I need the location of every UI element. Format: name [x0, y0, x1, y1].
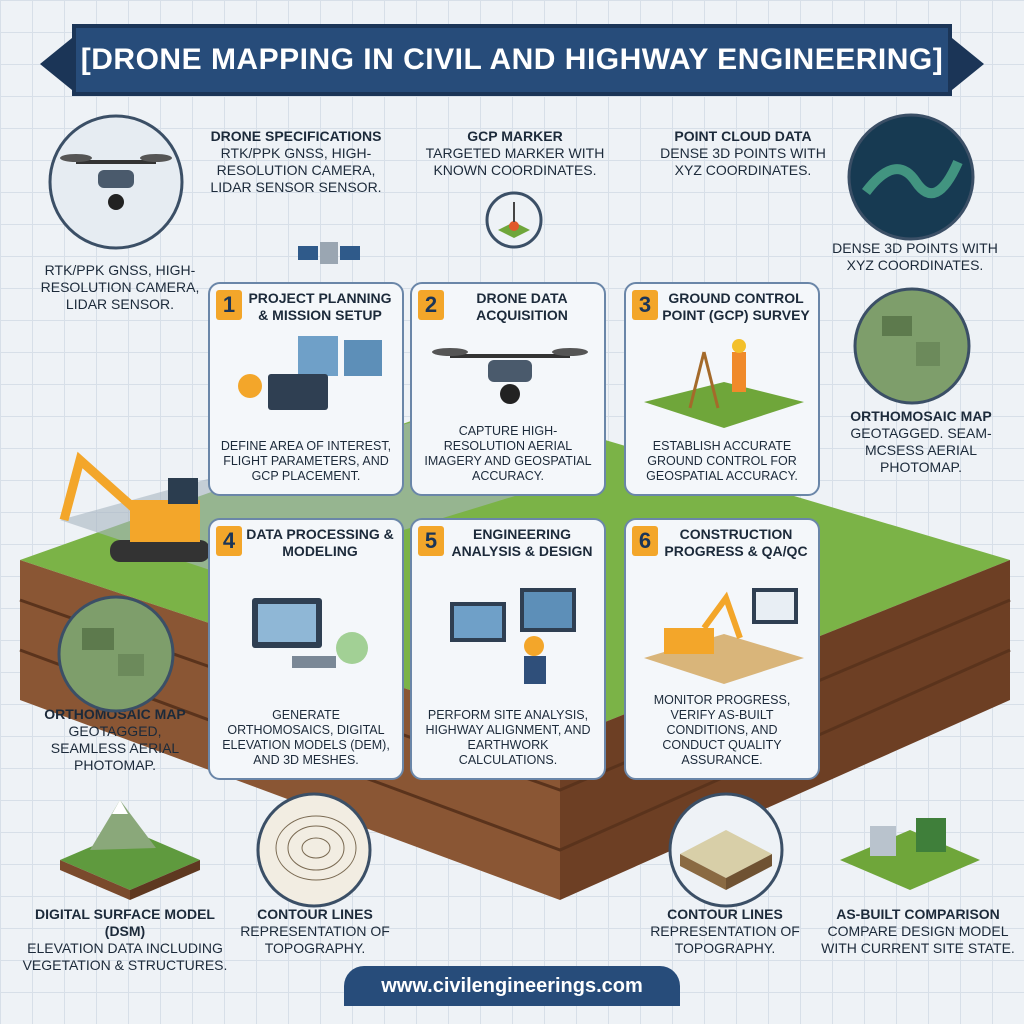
callout-text: RTK/PPK GNSS, HIGH-RESOLUTION CAMERA, LI…	[40, 262, 200, 312]
callout-text: DENSE 3D POINTS WITH XYZ COORDINATES.	[832, 240, 998, 273]
callout-text: GEOTAGGED, SEAMLESS AERIAL PHOTOMAP.	[50, 723, 180, 773]
callout-title: AS-BUILT COMPARISON	[836, 906, 1000, 922]
dsm-terrain-icon	[60, 800, 200, 900]
planning-laptop-icon	[238, 336, 382, 410]
callout-text: REPRESENTATION OF TOPOGRAPHY.	[650, 923, 800, 956]
orthomosaic-right-icon	[853, 287, 971, 405]
step-title: DATA PROCESSING & MODELING	[246, 526, 394, 559]
step-number-badge: 1	[216, 290, 242, 320]
satellite-icon	[298, 242, 360, 264]
step-description: DEFINE AREA OF INTEREST, FLIGHT PARAMETE…	[220, 439, 392, 483]
drone-specs-left-callout: RTK/PPK GNSS, HIGH-RESOLUTION CAMERA, LI…	[40, 262, 200, 313]
gcp-marker-callout: GCP MARKER TARGETED MARKER WITH KNOWN CO…	[420, 128, 610, 179]
step-number-badge: 6	[632, 526, 658, 556]
callout-text: DENSE 3D POINTS WITH XYZ COORDINATES.	[660, 145, 826, 178]
orthomosaic-left-callout: ORTHOMOSAIC MAP GEOTAGGED, SEAMLESS AERI…	[30, 706, 200, 774]
step-description: MONITOR PROGRESS, VERIFY AS-BUILT CONDIT…	[653, 693, 791, 767]
contour-map-icon	[256, 792, 372, 908]
asbuilt-buildings-icon	[840, 818, 980, 890]
step-number-badge: 5	[418, 526, 444, 556]
point-cloud-icon	[847, 113, 975, 241]
callout-title: DIGITAL SURFACE MODEL (DSM)	[35, 906, 215, 939]
step-panel-6: 6 CONSTRUCTION PROGRESS & QA/QC MONITOR …	[624, 518, 820, 780]
point-cloud-right-callout: DENSE 3D POINTS WITH XYZ COORDINATES.	[830, 240, 1000, 274]
callout-text: RTK/PPK GNSS, HIGH-RESOLUTION CAMERA, LI…	[210, 145, 382, 195]
step-description: ESTABLISH ACCURATE GROUND CONTROL FOR GE…	[646, 439, 798, 483]
step-title: ENGINEERING ANALYSIS & DESIGN	[451, 526, 593, 559]
contour-callout-a: CONTOUR LINES REPRESENTATION OF TOPOGRAP…	[240, 906, 390, 957]
drone-specs-callout: DRONE SPECIFICATIONS RTK/PPK GNSS, HIGH-…	[196, 128, 396, 196]
drone-icon	[48, 114, 184, 250]
callout-title: CONTOUR LINES	[667, 906, 783, 922]
step-description: GENERATE ORTHOMOSAICS, DIGITAL ELEVATION…	[222, 708, 390, 767]
callout-title: POINT CLOUD DATA	[674, 128, 812, 144]
callout-title: GCP MARKER	[467, 128, 563, 144]
callout-title: CONTOUR LINES	[257, 906, 373, 922]
construction-progress-icon	[644, 588, 804, 684]
callout-text: TARGETED MARKER WITH KNOWN COORDINATES.	[425, 145, 605, 178]
asbuilt-callout: AS-BUILT COMPARISON COMPARE DESIGN MODEL…	[820, 906, 1016, 957]
step-number-badge: 4	[216, 526, 242, 556]
step-description: CAPTURE HIGH-RESOLUTION AERIAL IMAGERY A…	[424, 424, 592, 483]
callout-text: COMPARE DESIGN MODEL WITH CURRENT SITE S…	[821, 923, 1015, 956]
step-title: PROJECT PLANNING & MISSION SETUP	[248, 290, 392, 323]
data-processing-monitor-icon	[252, 598, 368, 668]
callout-title: DRONE SPECIFICATIONS	[210, 128, 382, 144]
step-panel-1: 1 PROJECT PLANNING & MISSION SETUP DEFIN…	[208, 282, 404, 496]
engineering-workstation-icon	[450, 588, 576, 684]
step-number-badge: 3	[632, 290, 658, 320]
website-footer-link[interactable]: www.civilengineerings.com	[344, 966, 680, 1006]
orthomosaic-right-callout: ORTHOMOSAIC MAP GEOTAGGED. SEAM-MCSESS A…	[836, 408, 1006, 476]
step-description: PERFORM SITE ANALYSIS, HIGHWAY ALIGNMENT…	[425, 708, 591, 767]
callout-title: ORTHOMOSAIC MAP	[850, 408, 992, 424]
step-panel-4: 4 DATA PROCESSING & MODELING GENERATE OR…	[208, 518, 404, 780]
step-title: DRONE DATA ACQUISITION	[476, 290, 568, 323]
step-number-badge: 2	[418, 290, 444, 320]
point-cloud-callout: POINT CLOUD DATA DENSE 3D POINTS WITH XY…	[648, 128, 838, 179]
step-title: GROUND CONTROL POINT (GCP) SURVEY	[662, 290, 810, 323]
title-banner: [DRONE MAPPING IN CIVIL AND HIGHWAY ENGI…	[40, 24, 984, 96]
step-panel-2: 2 DRONE DATA ACQUISITION CAPTURE HIGH-RE…	[410, 282, 606, 496]
dsm-callout: DIGITAL SURFACE MODEL (DSM) ELEVATION DA…	[20, 906, 230, 974]
orthomosaic-left-icon	[57, 595, 175, 713]
page-title: [DRONE MAPPING IN CIVIL AND HIGHWAY ENGI…	[80, 43, 944, 76]
callout-text: REPRESENTATION OF TOPOGRAPHY.	[240, 923, 390, 956]
footer-url[interactable]: www.civilengineerings.com	[381, 974, 643, 997]
callout-text: ELEVATION DATA INCLUDING VEGETATION & ST…	[22, 940, 228, 973]
callout-title: ORTHOMOSAIC MAP	[44, 706, 186, 722]
step-title: CONSTRUCTION PROGRESS & QA/QC	[664, 526, 808, 559]
drone-acquisition-icon	[432, 348, 588, 404]
excavator-icon	[59, 451, 210, 562]
gcp-survey-icon	[644, 339, 804, 428]
gcp-marker-icon	[485, 191, 543, 249]
contour-callout-b: CONTOUR LINES REPRESENTATION OF TOPOGRAP…	[650, 906, 800, 957]
contour-terrain-icon	[668, 792, 784, 908]
step-panel-3: 3 GROUND CONTROL POINT (GCP) SURVEY ESTA…	[624, 282, 820, 496]
callout-text: GEOTAGGED. SEAM-MCSESS AERIAL PHOTOMAP.	[850, 425, 992, 475]
step-panel-5: 5 ENGINEERING ANALYSIS & DESIGN PERFORM …	[410, 518, 606, 780]
